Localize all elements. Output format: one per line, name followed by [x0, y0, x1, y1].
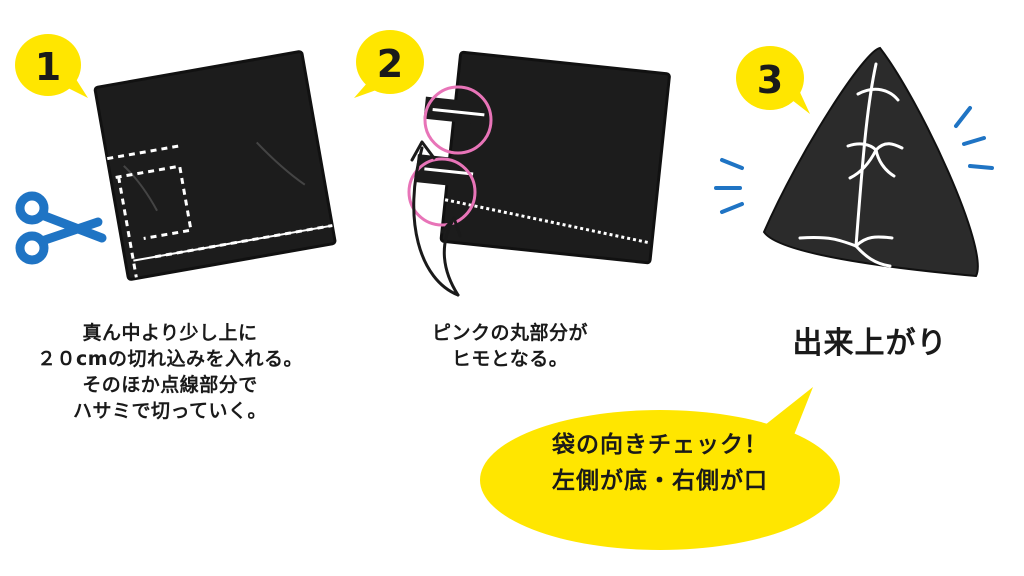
- step-2-number: 2: [376, 42, 404, 86]
- step-1-panel: 1 真ん中より少し上に ２０cmの切れ込みを入れる。 そのほか点線部分で: [0, 0, 340, 576]
- step-2-caption-line: ピンクの丸部分が: [431, 322, 588, 344]
- callout-line: 袋の向きチェック！: [552, 432, 768, 458]
- scissors-icon: [15, 191, 107, 265]
- finished-bag-illustration: [762, 46, 979, 278]
- pink-highlight-bottom: [407, 157, 477, 227]
- orientation-callout: 袋の向きチェック！ 左側が底・右側が口: [475, 385, 845, 555]
- step-3-number: 3: [756, 58, 784, 102]
- badge-bubble-shape: [15, 34, 88, 98]
- step-1-number: 1: [34, 45, 62, 89]
- step-2-bag-illustration: [407, 50, 671, 265]
- step-2-panel: 2 ピンクの丸部分が ヒモとなる。: [340, 0, 680, 576]
- callout-line: 左側が底・右側が口: [552, 468, 768, 494]
- badge-bubble-shape: [354, 30, 424, 98]
- step-3-caption: 出来上がり: [792, 326, 948, 361]
- step-2-caption: ピンクの丸部分が ヒモとなる。: [340, 320, 680, 372]
- step-3-panel: 3 出来上がり: [680, 0, 1024, 576]
- pink-highlight-top: [423, 85, 493, 155]
- cut-dashed-lines: [106, 144, 333, 278]
- step-1-caption-line: そのほか点線部分で: [82, 374, 258, 396]
- curved-arrow-icon: [410, 140, 462, 297]
- triangle-bag: [762, 46, 979, 278]
- motion-lines-icon: [714, 106, 994, 214]
- step-2-caption-line: ヒモとなる。: [451, 348, 569, 370]
- badge-bubble-shape: [736, 46, 810, 114]
- step-3-badge: 3: [732, 44, 812, 116]
- step-1-caption-line: ハサミで切っていく。: [72, 400, 268, 422]
- step-1-caption-line: 真ん中より少し上に: [82, 322, 258, 344]
- callout-text: 袋の向きチェック！ 左側が底・右側が口: [490, 427, 830, 499]
- step-1-bag-illustration: [93, 50, 337, 281]
- step-1-badge: 1: [12, 32, 90, 102]
- callout-bubble-shape: [480, 387, 840, 550]
- bag-flat: [93, 50, 337, 281]
- step-1-caption-line: ２０cmの切れ込みを入れる。: [36, 348, 304, 370]
- step-1-caption: 真ん中より少し上に ２０cmの切れ込みを入れる。 そのほか点線部分で ハサミで切…: [0, 320, 340, 424]
- step-2-badge: 2: [352, 28, 432, 100]
